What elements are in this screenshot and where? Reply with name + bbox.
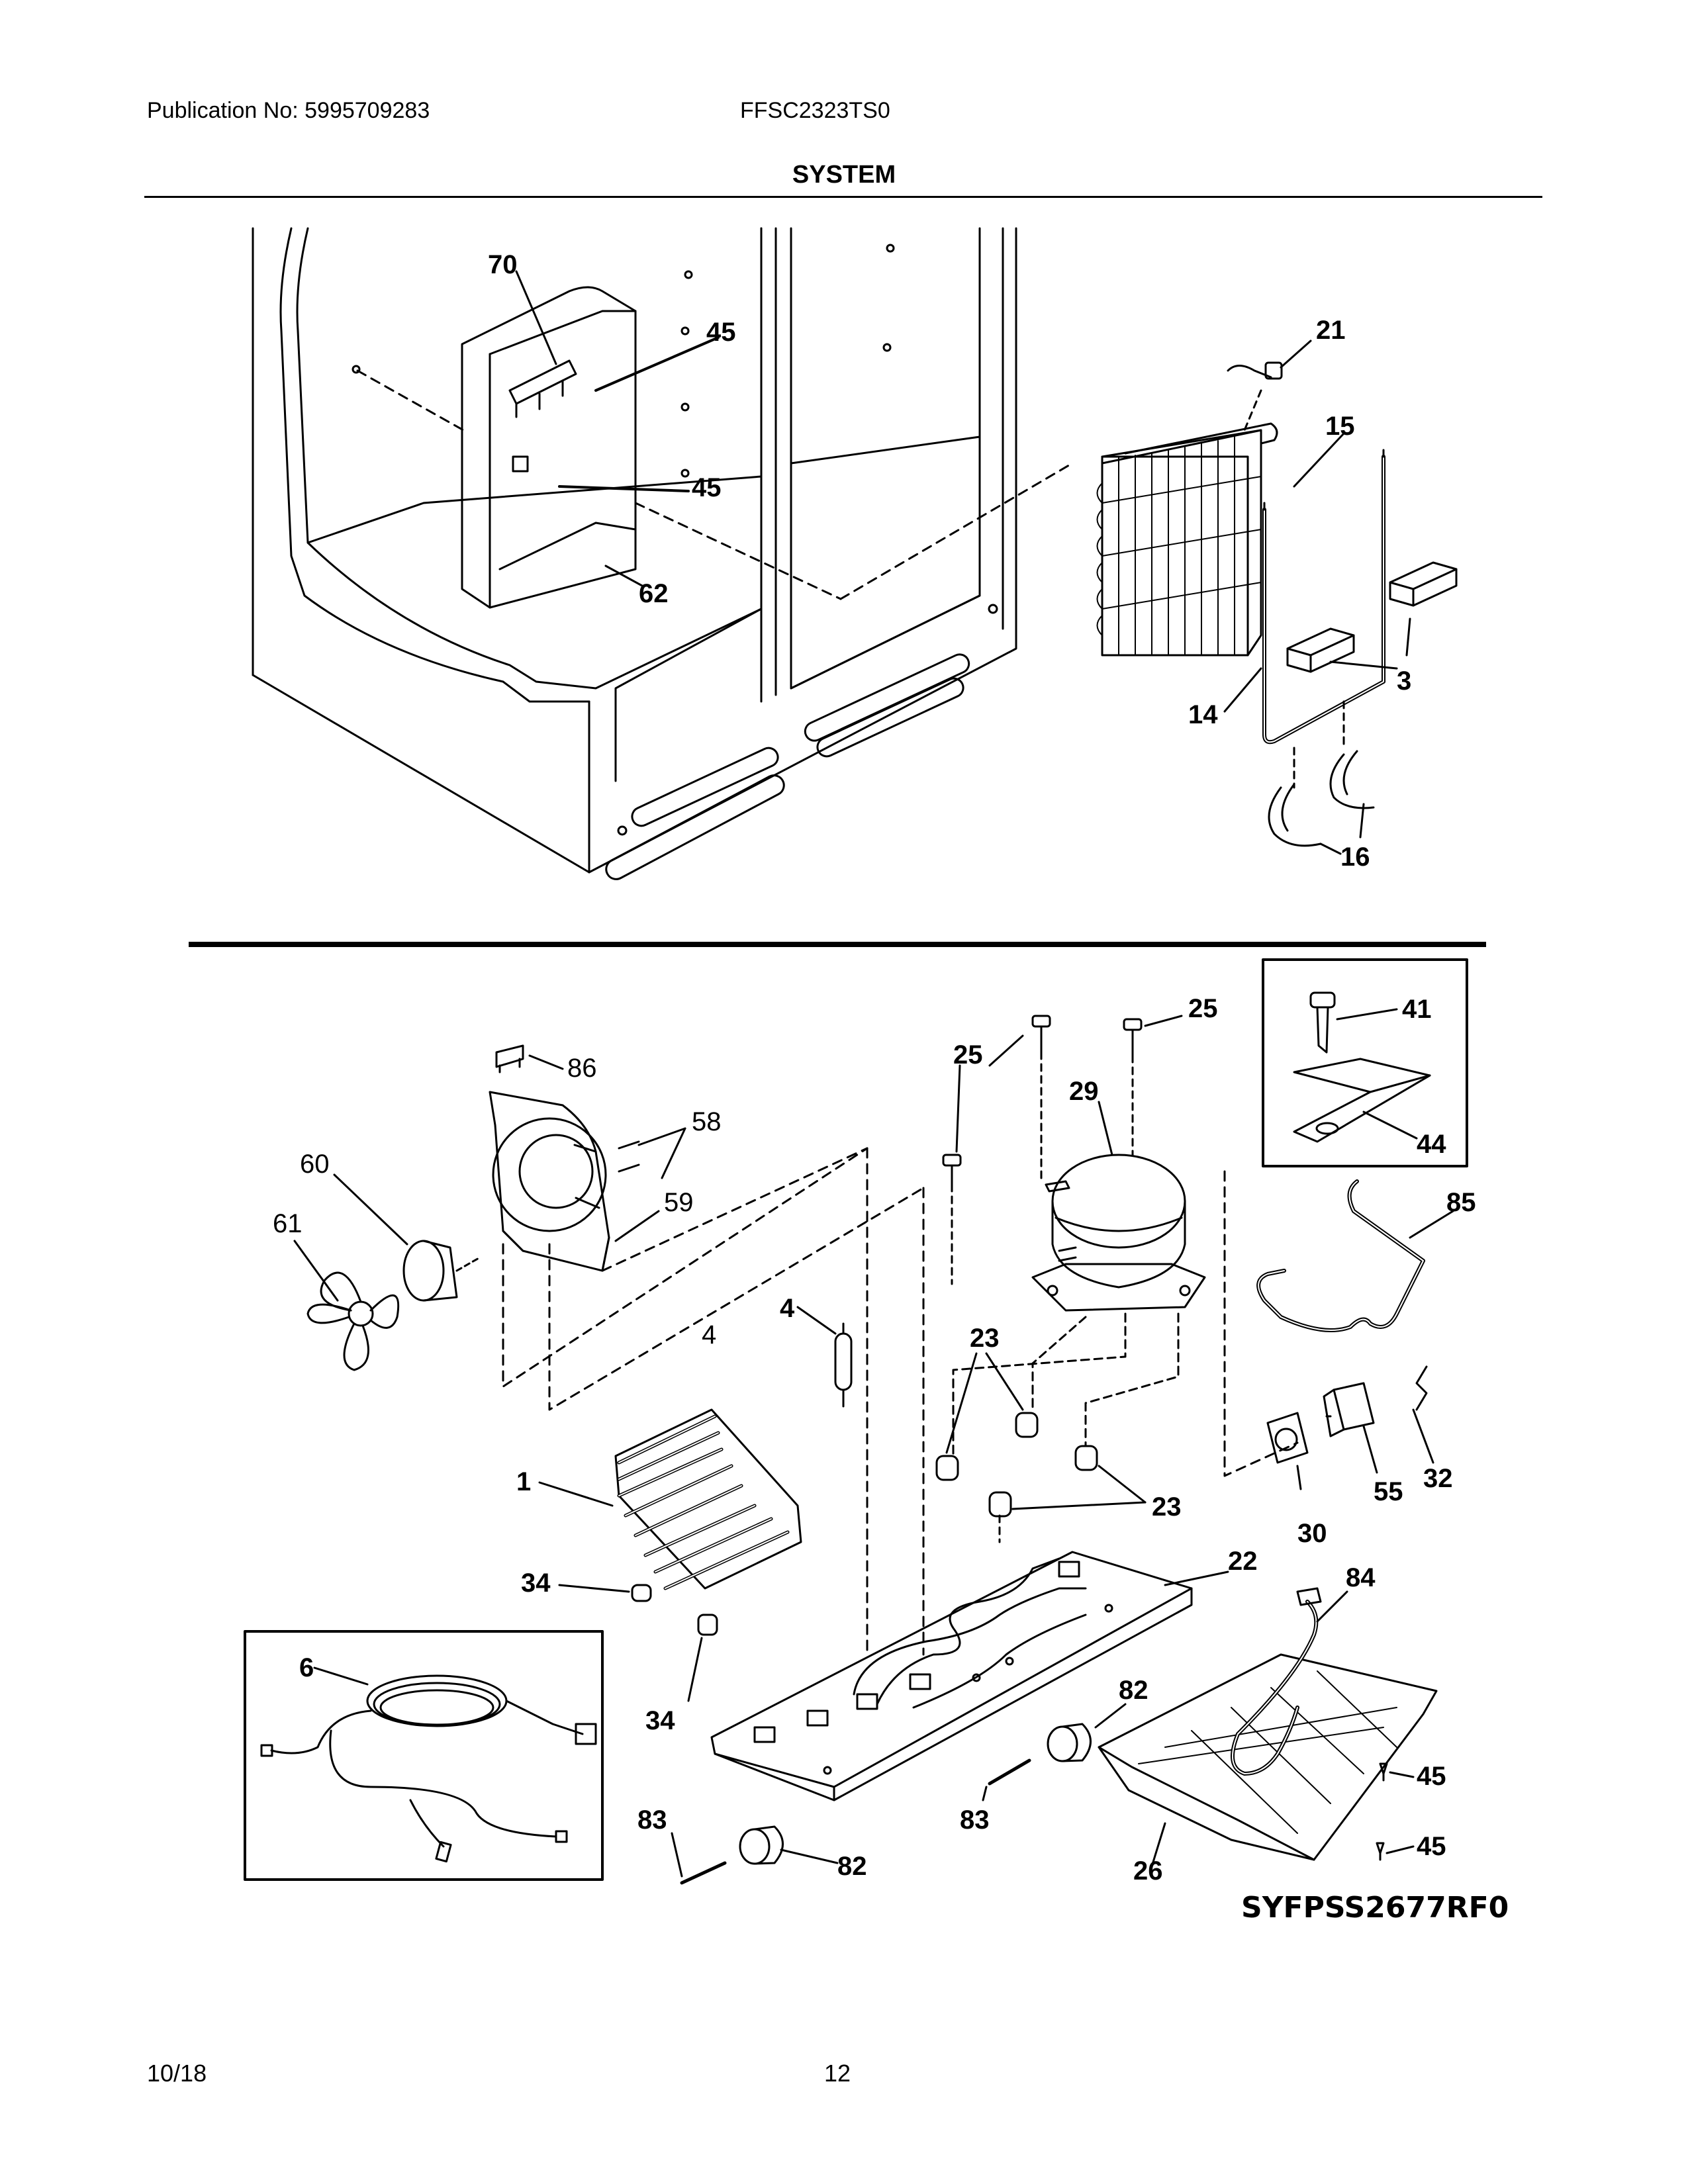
fan-guide-lines — [502, 1147, 925, 1656]
bracket-part-44 — [1293, 1058, 1431, 1143]
label-part-85: 85 — [1446, 1188, 1476, 1217]
filter-drier-part-4 — [796, 1306, 853, 1408]
label-part-59: 59 — [664, 1188, 694, 1217]
grommets-part-23 — [935, 1170, 1299, 1543]
label-part-34-upper: 34 — [521, 1569, 551, 1598]
footer-page-number: 12 — [824, 2060, 851, 2087]
label-part-15: 15 — [1325, 412, 1355, 441]
label-part-45-upper: 45 — [706, 318, 736, 347]
drain-pan-part-26 — [1098, 1587, 1438, 1868]
overload-part-55 — [1323, 1382, 1378, 1474]
refrigerator-cabinet — [252, 227, 1017, 880]
label-part-29: 29 — [1069, 1077, 1099, 1106]
screw-part-41 — [1309, 991, 1398, 1054]
footer-date: 10/18 — [147, 2060, 207, 2087]
diagram-code: SYFPSS2677RF0 — [1241, 1891, 1509, 1925]
label-part-61: 61 — [273, 1209, 303, 1238]
label-part-82-upper: 82 — [1119, 1676, 1149, 1705]
spacers-part-34 — [558, 1584, 718, 1702]
compressor-part-29 — [1031, 1101, 1206, 1312]
base-plate-part-22 — [710, 1551, 1229, 1801]
label-part-45-lower: 45 — [692, 473, 722, 502]
label-part-60: 60 — [300, 1150, 330, 1179]
model-number: FFSC2323TS0 — [740, 98, 890, 123]
screws-part-45-pan — [1376, 1762, 1415, 1861]
bolts-part-25 — [942, 1015, 1183, 1285]
fan-motor-part-60 — [333, 1173, 481, 1302]
evaporator-cover-part-62 — [356, 270, 1074, 609]
label-part-32: 32 — [1423, 1464, 1453, 1493]
rods-part-83 — [671, 1758, 1031, 1885]
clip-part-32 — [1323, 1365, 1434, 1464]
insulation-blocks-part-3 — [1286, 561, 1458, 673]
title-rule — [144, 196, 1542, 198]
publication-number: Publication No: 5995709283 — [147, 98, 430, 123]
label-part-23-lower: 23 — [1152, 1492, 1182, 1522]
inset-box-harness — [244, 1630, 604, 1881]
section-title: SYSTEM — [792, 161, 896, 189]
drain-tube-part-14 — [1223, 449, 1385, 745]
label-part-82-lower: 82 — [837, 1852, 867, 1881]
inset-box-bracket — [1262, 958, 1468, 1167]
label-part-25-right: 25 — [1188, 994, 1218, 1023]
label-part-14: 14 — [1188, 700, 1218, 729]
label-part-34-lower: 34 — [645, 1706, 675, 1735]
bracket-part-86 — [495, 1044, 564, 1073]
label-part-25-left: 25 — [953, 1040, 983, 1069]
screws-part-58 — [618, 1127, 686, 1179]
fan-blade-part-61 — [293, 1240, 400, 1371]
label-part-22: 22 — [1228, 1547, 1258, 1576]
wiring-harness-part-6 — [260, 1666, 597, 1863]
label-part-58: 58 — [692, 1107, 722, 1136]
tube-part-85 — [1256, 1179, 1454, 1332]
label-part-16: 16 — [1340, 842, 1370, 872]
feet-part-82 — [739, 1703, 1127, 1865]
fan-shroud-part-59 — [489, 1091, 660, 1272]
label-part-62: 62 — [639, 579, 669, 608]
condenser-coil-part-15 — [1096, 340, 1345, 657]
label-part-83-left: 83 — [637, 1805, 667, 1835]
label-part-30: 30 — [1297, 1519, 1327, 1548]
label-part-84: 84 — [1346, 1563, 1376, 1592]
label-part-70: 70 — [488, 250, 518, 279]
label-part-55: 55 — [1374, 1477, 1403, 1506]
label-part-21: 21 — [1316, 316, 1346, 345]
label-part-3: 3 — [1397, 666, 1411, 696]
label-part-23-upper: 23 — [970, 1324, 1000, 1353]
label-part-41: 41 — [1402, 995, 1432, 1024]
label-part-44: 44 — [1417, 1130, 1446, 1159]
label-part-26: 26 — [1133, 1856, 1163, 1886]
label-part-4-left: 4 — [702, 1320, 716, 1349]
label-part-1: 1 — [516, 1467, 531, 1496]
label-part-6: 6 — [299, 1653, 314, 1682]
relay-part-30 — [1266, 1412, 1309, 1490]
label-part-45-pan-lower: 45 — [1417, 1832, 1446, 1861]
label-part-86: 86 — [567, 1054, 597, 1083]
label-part-4-right: 4 — [780, 1294, 795, 1323]
clips-part-16 — [1268, 700, 1375, 855]
condenser-part-1 — [538, 1408, 802, 1590]
label-part-45-pan-upper: 45 — [1417, 1762, 1446, 1791]
label-part-83-right: 83 — [960, 1805, 990, 1835]
